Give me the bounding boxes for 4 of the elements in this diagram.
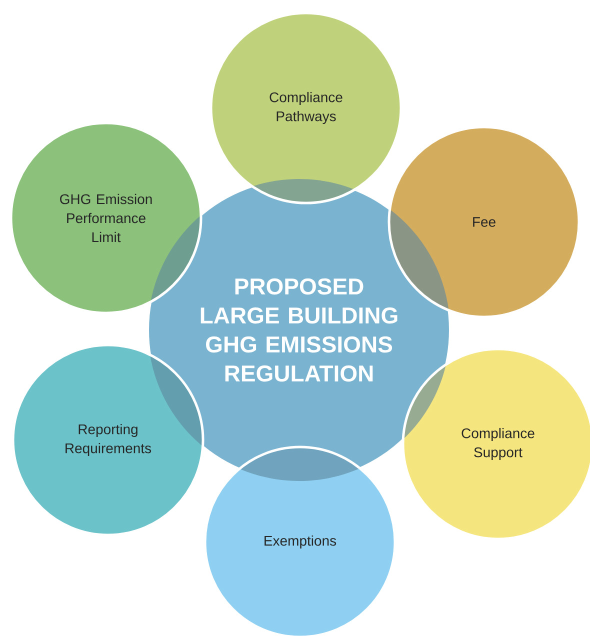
node-label: Compliance Pathways xyxy=(270,92,342,124)
node-label: Fee xyxy=(473,217,496,227)
node-label: Compliance Support xyxy=(462,428,534,460)
node-label: Exemptions xyxy=(264,535,336,549)
